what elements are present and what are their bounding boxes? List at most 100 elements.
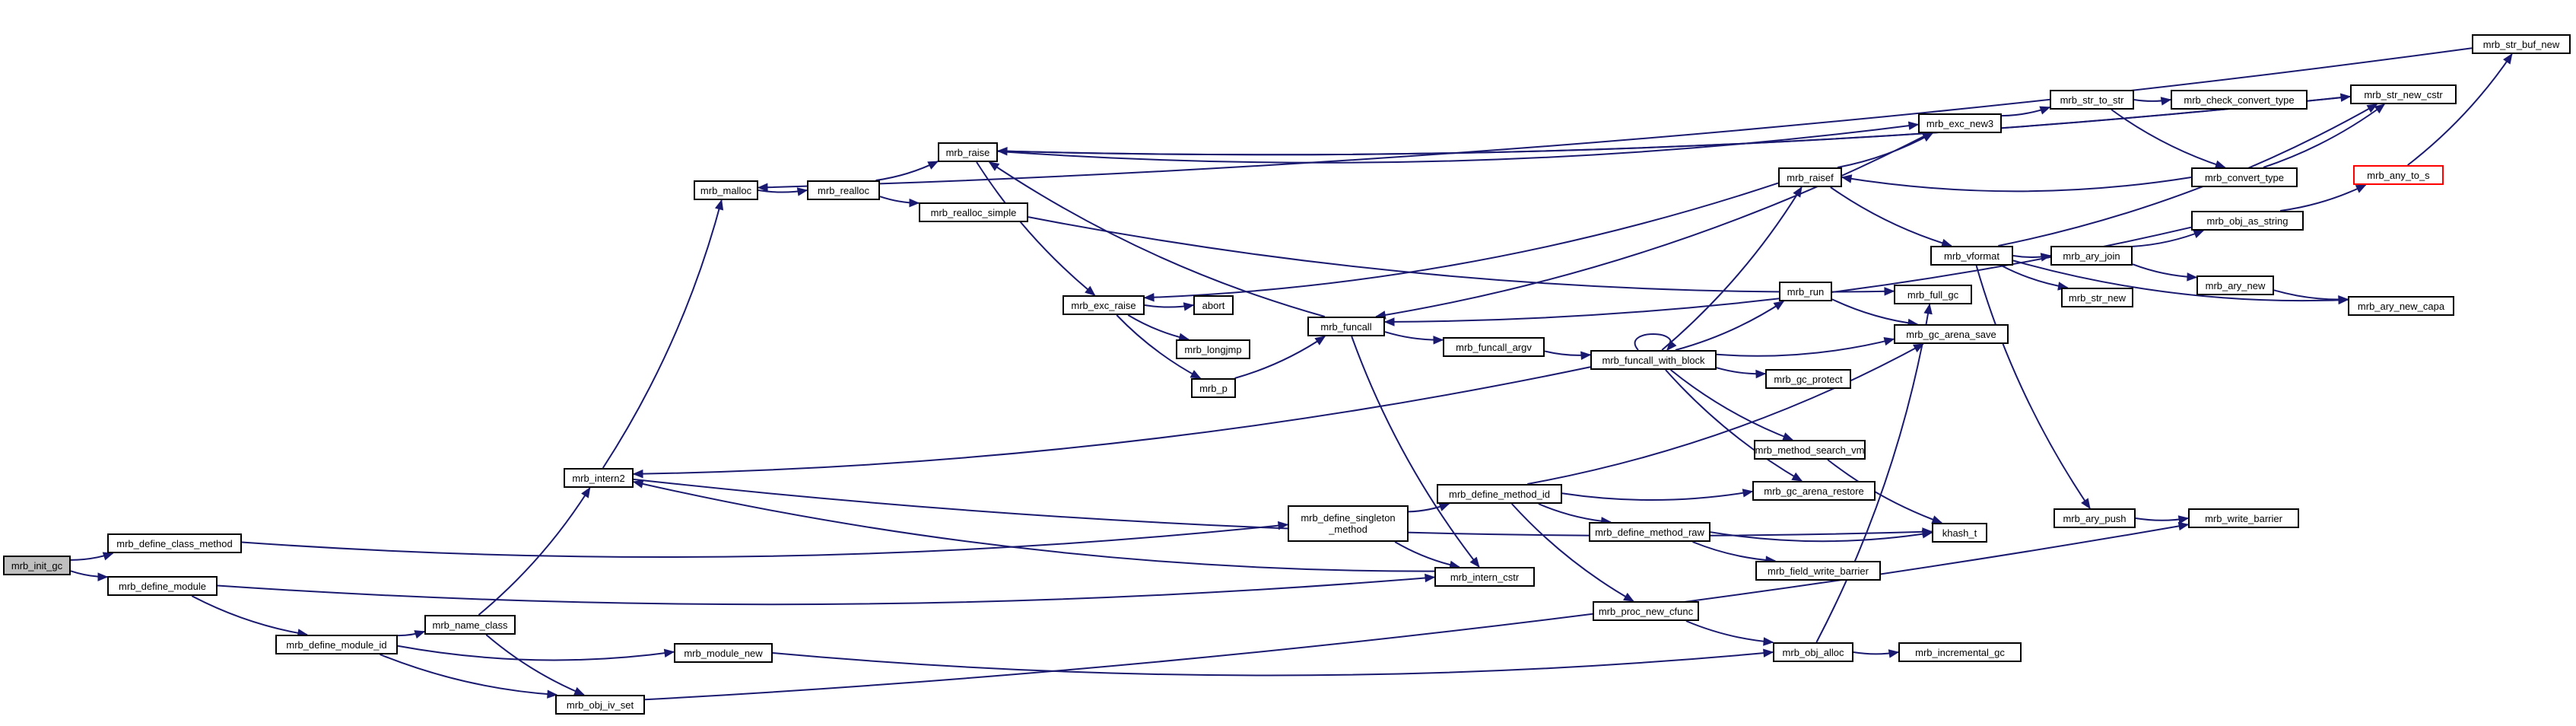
node-mrb-ary-new[interactable]: mrb_ary_new [2196,275,2274,295]
edge-mrb-obj-iv-set-to-mrb-write-barrier [644,524,2189,701]
node-abort[interactable]: abort [1193,295,1234,315]
node-mrb-ary-push[interactable]: mrb_ary_push [2053,508,2136,528]
node-mrb-vformat[interactable]: mrb_vformat [1930,246,2013,266]
edge-mrb-vformat-to-mrb-ary-join-arrowhead [2040,253,2052,262]
node-mrb-gc-protect[interactable]: mrb_gc_protect [1765,369,1851,389]
edge-mrb-intern-cstr-to-mrb-intern2 [633,481,1435,572]
node-mrb-define-method-id[interactable]: mrb_define_method_id [1437,484,1562,504]
edge-mrb-exc-raise-to-mrb-p-arrowhead [1190,370,1202,379]
edge-mrb-define-module-to-mrb-define-module-id [191,595,308,635]
node-mrb-field-write-barrier[interactable]: mrb_field_write_barrier [1755,561,1881,581]
node-khash-t[interactable]: khash_t [1932,523,1987,543]
node-mrb-define-module[interactable]: mrb_define_module [107,576,218,596]
edge-mrb-define-singleton-method-to-mrb-intern-cstr [1394,541,1460,568]
node-mrb-raise[interactable]: mrb_raise [938,142,998,162]
node-mrb-p[interactable]: mrb_p [1191,378,1236,398]
edge-mrb-define-method-id-to-mrb-gc-arena-save-arrowhead [1913,343,1924,353]
node-mrb-str-to-str[interactable]: mrb_str_to_str [2050,90,2134,110]
edge-mrb-funcall-to-mrb-raise [989,161,1326,317]
edge-mrb-funcall-argv-to-mrb-funcall-with-block-arrowhead [1580,351,1592,360]
node-mrb-ary-new-capa[interactable]: mrb_ary_new_capa [2348,296,2454,316]
edge-mrb-define-module-id-to-mrb-name-class-arrowhead [414,630,426,639]
edge-mrb-define-method-id-to-mrb-gc-arena-restore-arrowhead [1742,489,1754,498]
edge-mrb-malloc-to-mrb-realloc-arrowhead [796,187,808,196]
node-mrb-exc-raise[interactable]: mrb_exc_raise [1062,295,1145,315]
edge-mrb-module-new-to-mrb-obj-alloc-arrowhead [1763,648,1774,658]
edge-mrb-exc-raise-to-abort-arrowhead [1183,302,1195,311]
node-mrb-check-convert-type[interactable]: mrb_check_convert_type [2171,90,2308,110]
edge-mrb-define-class-method-to-mrb-define-singleton-method [241,524,1288,559]
edge-mrb-ary-join-to-mrb-ary-new [2132,263,2197,279]
edge-mrb-ary-new-to-mrb-ary-new-capa-arrowhead [2338,295,2349,304]
node-mrb-obj-alloc[interactable]: mrb_obj_alloc [1773,642,1853,662]
edge-mrb-define-module-id-to-mrb-obj-iv-set [380,654,557,696]
edge-mrb-define-module-id-to-mrb-module-new [397,645,675,661]
node-mrb-define-class-method[interactable]: mrb_define_class_method [107,533,242,553]
edge-mrb-vformat-to-mrb-str-new-cstr-arrowhead [2366,103,2378,113]
edge-mrb-define-method-raw-to-mrb-field-write-barrier [1692,541,1776,562]
node-mrb-malloc[interactable]: mrb_malloc [694,180,758,200]
node-mrb-realloc[interactable]: mrb_realloc [807,180,880,200]
node-mrb-str-buf-new[interactable]: mrb_str_buf_new [2472,34,2571,54]
node-mrb-write-barrier[interactable]: mrb_write_barrier [2188,508,2299,528]
node-mrb-name-class[interactable]: mrb_name_class [424,615,516,635]
edge-mrb-obj-alloc-to-mrb-full-gc [1815,304,1931,643]
node-mrb-gc-arena-restore[interactable]: mrb_gc_arena_restore [1752,481,1876,501]
edge-mrb-funcall-with-block-to-mrb-gc-arena-restore-arrowhead [1791,472,1803,482]
edge-mrb-realloc-to-mrb-raise-arrowhead [927,161,939,170]
node-mrb-incremental-gc[interactable]: mrb_incremental_gc [1898,642,2022,662]
node-mrb-module-new[interactable]: mrb_module_new [674,643,773,663]
node-mrb-method-search-vm[interactable]: mrb_method_search_vm [1754,440,1866,460]
node-mrb-longjmp[interactable]: mrb_longjmp [1176,339,1250,359]
edge-mrb-exc-raise-to-mrb-longjmp [1127,314,1189,340]
edge-mrb-ary-join-to-mrb-obj-as-string-arrowhead [2193,230,2205,238]
edge-mrb-init-gc-to-mrb-define-module-arrowhead [97,572,109,581]
edge-mrb-funcall-with-block-to-mrb-intern2-arrowhead [632,469,643,479]
node-mrb-funcall[interactable]: mrb_funcall [1307,317,1385,336]
edge-mrb-ary-join-to-mrb-ary-new-arrowhead [2187,272,2198,282]
edge-mrb-obj-alloc-to-mrb-incremental-gc-arrowhead [1888,649,1900,658]
edge-mrb-vformat-to-mrb-ary-push [1975,265,2091,509]
node-mrb-proc-new-cfunc[interactable]: mrb_proc_new_cfunc [1593,601,1699,621]
edge-mrb-convert-type-to-mrb-raisef-arrowhead [1841,174,1853,183]
node-mrb-str-new-cstr[interactable]: mrb_str_new_cstr [2350,84,2457,104]
node-mrb-intern-cstr[interactable]: mrb_intern_cstr [1434,567,1535,587]
edge-mrb-funcall-with-block-to-mrb-gc-protect-arrowhead [1755,369,1767,379]
node-mrb-raisef[interactable]: mrb_raisef [1778,167,1842,187]
node-mrb-define-method-raw[interactable]: mrb_define_method_raw [1589,522,1710,542]
node-mrb-define-singleton-method[interactable]: mrb_define_singleton _method [1288,505,1409,542]
node-mrb-ary-join[interactable]: mrb_ary_join [2050,246,2133,266]
node-mrb-funcall-argv[interactable]: mrb_funcall_argv [1443,337,1545,357]
edge-mrb-realloc-simple-to-mrb-full-gc [1028,216,1895,293]
node-mrb-any-to-s[interactable]: mrb_any_to_s [2353,165,2444,185]
edge-mrb-str-to-str-to-mrb-check-convert-type-arrowhead [2160,97,2172,106]
node-mrb-convert-type[interactable]: mrb_convert_type [2191,167,2298,187]
node-mrb-full-gc[interactable]: mrb_full_gc [1894,285,1972,304]
edge-mrb-str-new-cstr-to-mrb-raise-arrowhead [996,147,1008,156]
edge-mrb-funcall-to-mrb-intern-cstr-arrowhead [1469,556,1480,568]
edge-mrb-vformat-to-mrb-str-new [2001,265,2068,288]
edge-mrb-define-method-id-to-mrb-gc-arena-save [1527,343,1924,485]
edge-mrb-define-class-method-to-mrb-define-singleton-method-arrowhead [1277,521,1289,530]
edge-mrb-any-to-s-to-mrb-str-buf-new [2407,53,2513,166]
node-mrb-str-new[interactable]: mrb_str_new [2061,288,2133,307]
node-mrb-exc-new3[interactable]: mrb_exc_new3 [1918,113,2002,133]
node-mrb-gc-arena-save[interactable]: mrb_gc_arena_save [1894,324,2009,344]
edge-mrb-define-method-id-to-mrb-proc-new-cfunc-arrowhead [1623,592,1634,602]
edge-mrb-define-module-to-mrb-intern-cstr-arrowhead [1425,573,1436,583]
node-mrb-intern2[interactable]: mrb_intern2 [564,468,634,488]
node-mrb-define-module-id[interactable]: mrb_define_module_id [275,635,398,654]
edge-mrb-intern-cstr-to-mrb-intern2-arrowhead [632,479,644,489]
edge-mrb-funcall-with-block-to-mrb-run-arrowhead [1773,301,1785,310]
edge-mrb-intern2-to-mrb-malloc [602,199,723,469]
node-mrb-obj-iv-set[interactable]: mrb_obj_iv_set [555,695,645,715]
edge-mrb-convert-type-to-mrb-str-new-cstr [2263,103,2385,168]
node-mrb-obj-as-string[interactable]: mrb_obj_as_string [2191,211,2304,231]
node-mrb-run[interactable]: mrb_run [1779,282,1832,301]
edge-mrb-define-module-id-to-mrb-module-new-arrowhead [663,648,675,658]
node-mrb-funcall-with-block[interactable]: mrb_funcall_with_block [1590,350,1717,370]
node-mrb-realloc-simple[interactable]: mrb_realloc_simple [919,202,1028,222]
edge-mrb-init-gc-to-mrb-define-class-method-arrowhead [102,552,114,561]
